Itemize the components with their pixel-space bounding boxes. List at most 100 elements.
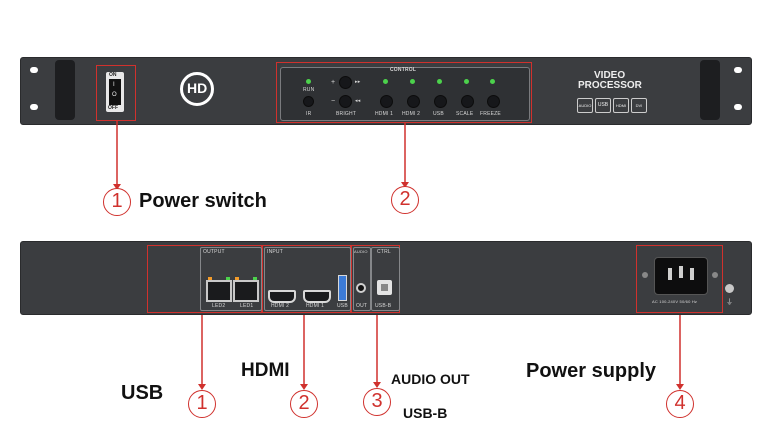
input-title: INPUT xyxy=(267,249,283,255)
freeze-button[interactable] xyxy=(487,95,500,108)
control-highlight xyxy=(276,62,532,123)
switch-o-mark: O xyxy=(112,92,117,98)
power-switch-highlight xyxy=(96,65,136,121)
callout-rear-4-label: Power supply xyxy=(526,360,657,382)
bright-label: BRIGHT xyxy=(336,111,357,117)
hdmi1-port[interactable] xyxy=(303,290,331,303)
usb-port[interactable] xyxy=(338,275,347,301)
power-inlet-screw xyxy=(642,272,648,278)
run-label: RUN xyxy=(303,87,315,93)
led1-port-led xyxy=(253,277,257,280)
scale-indicator xyxy=(464,79,469,84)
hdmi2-port-label: HDMI 2 xyxy=(271,303,290,309)
callout-front-2: 2 xyxy=(391,186,419,214)
product-name-line2: PROCESSOR xyxy=(578,80,642,91)
arrow-rear-3 xyxy=(373,382,381,388)
feature-badge: HDMI xyxy=(613,98,629,113)
led2-port-led xyxy=(226,277,230,280)
ir-sensor xyxy=(303,96,314,107)
hdmi2-button[interactable] xyxy=(407,95,420,108)
rack-handle-right xyxy=(700,60,720,120)
callout-rear-3-label-b: USB-B xyxy=(403,405,448,421)
next-icon: ▸▸ xyxy=(355,79,361,85)
callout-front-1-label: Power switch xyxy=(139,190,267,212)
scale-button[interactable] xyxy=(461,95,474,108)
usb-label: USB xyxy=(433,111,444,117)
led1-port[interactable] xyxy=(233,277,259,302)
switch-i-mark: I xyxy=(113,82,115,88)
rack-handle-left xyxy=(55,60,75,120)
callout-rear-3: 3 xyxy=(363,388,391,416)
brand-logo: HD xyxy=(180,72,214,106)
bright-down-button[interactable] xyxy=(339,95,352,108)
usb-indicator xyxy=(437,79,442,84)
callout-rear-2: 2 xyxy=(290,390,318,418)
power-switch[interactable]: ON I O OFF xyxy=(106,72,124,112)
hdmi1-button[interactable] xyxy=(380,95,393,108)
input-section xyxy=(264,247,351,311)
freeze-label: FREEZE xyxy=(480,111,501,117)
scale-label: SCALE xyxy=(456,111,474,117)
callout-rear-1: 1 xyxy=(188,390,216,418)
rack-ear-hole xyxy=(734,67,742,73)
freeze-indicator xyxy=(490,79,495,84)
feature-badge: AUDIO xyxy=(577,98,593,113)
run-indicator xyxy=(306,79,311,84)
power-inlet-pin xyxy=(679,266,683,278)
arrow-rear-2 xyxy=(300,384,308,390)
prev-icon: ◂◂ xyxy=(355,98,361,104)
usb-button[interactable] xyxy=(434,95,447,108)
bright-plus-label: + xyxy=(331,79,336,86)
output-section xyxy=(200,247,262,311)
switch-off-label: OFF xyxy=(108,105,118,111)
led1-label: LED1 xyxy=(240,303,254,309)
rack-ear-hole xyxy=(30,104,38,110)
callout-rear-3-label-a: AUDIO OUT xyxy=(391,371,470,387)
rack-ear-hole xyxy=(734,104,742,110)
feature-badge: DVI xyxy=(631,98,647,113)
bright-minus-label: − xyxy=(331,98,336,105)
power-inlet[interactable] xyxy=(654,257,708,295)
audio-out-jack[interactable] xyxy=(356,283,366,293)
switch-rocker xyxy=(109,79,121,105)
led2-port-led xyxy=(208,277,212,280)
hdmi2-label: HDMI 2 xyxy=(402,111,421,117)
hdmi1-indicator xyxy=(383,79,388,84)
hdmi2-indicator xyxy=(410,79,415,84)
led2-label: LED2 xyxy=(212,303,226,309)
arrow-2 xyxy=(401,182,409,188)
bright-up-button[interactable] xyxy=(339,76,352,89)
ctrl-section xyxy=(371,247,400,311)
callout-rear-1-label: USB xyxy=(121,382,164,404)
rear-panel xyxy=(20,241,752,315)
brand-logo-text: HD xyxy=(187,80,208,96)
callout-rear-4: 4 xyxy=(666,390,694,418)
usb-b-label: USB-B xyxy=(375,303,392,309)
ground-icon: ⏚ xyxy=(726,299,734,306)
hdmi1-label: HDMI 1 xyxy=(375,111,394,117)
power-inlet-screw xyxy=(712,272,718,278)
control-section xyxy=(280,67,530,121)
power-inlet-pin xyxy=(668,268,672,280)
callout-rear-2-label: HDMI xyxy=(241,360,290,381)
led1-port-led xyxy=(235,277,239,280)
ground-screw xyxy=(725,284,734,293)
usb-port-label: USB xyxy=(337,303,348,309)
audio-title: AUDIO xyxy=(354,249,368,254)
usb-b-port[interactable] xyxy=(377,280,392,295)
led2-port[interactable] xyxy=(206,277,232,302)
hdmi1-port-label: HDMI 1 xyxy=(306,303,325,309)
callout-front-1: 1 xyxy=(103,188,131,216)
power-inlet-highlight xyxy=(636,245,723,313)
arrow-1 xyxy=(113,184,121,190)
product-name-line1: VIDEO xyxy=(594,70,626,81)
rack-ear-hole xyxy=(30,67,38,73)
power-inlet-pin xyxy=(690,268,694,280)
usb-b-port-inner xyxy=(381,284,388,291)
hdmi2-port[interactable] xyxy=(268,290,296,303)
feature-badge: USB xyxy=(595,98,611,113)
ctrl-title: CTRL xyxy=(377,249,391,255)
ir-label: IR xyxy=(306,111,312,117)
arrow-rear-4 xyxy=(676,384,684,390)
